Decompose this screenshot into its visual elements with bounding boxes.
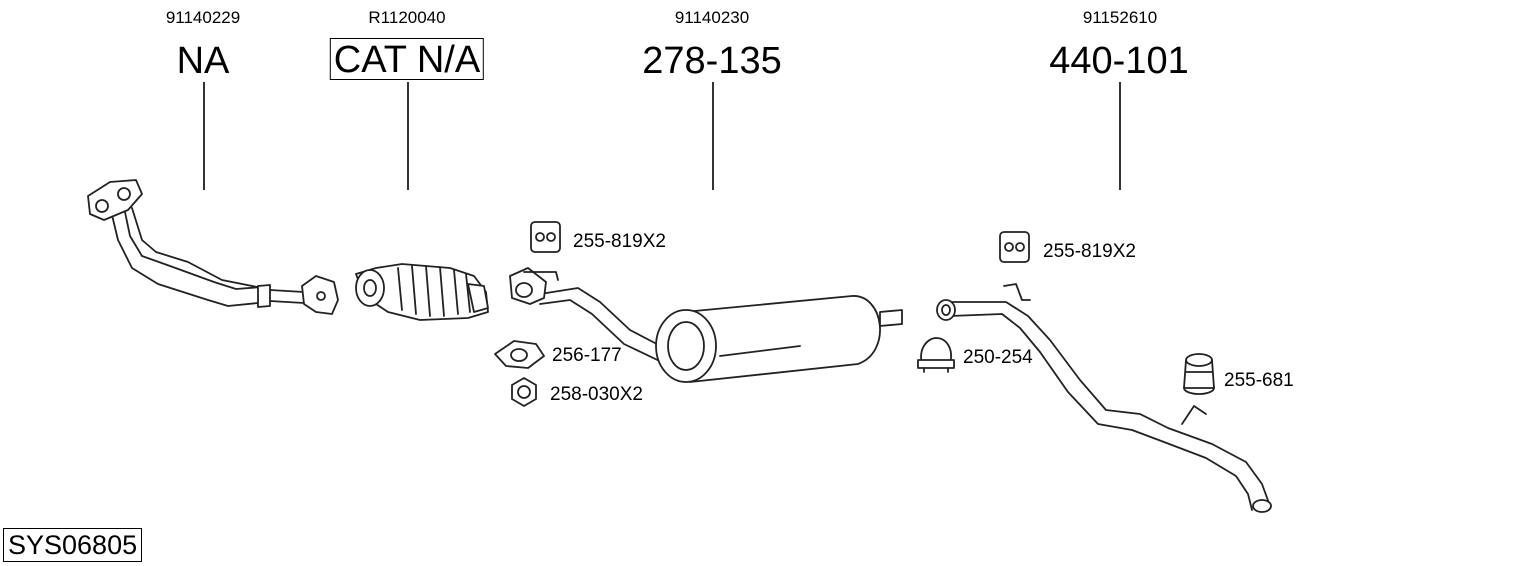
front-pipe-drawing <box>87 179 339 315</box>
rubber-mount-icon <box>1183 353 1215 395</box>
accessory-label: 250-254 <box>963 347 1033 368</box>
pipe-clamp-icon <box>917 337 955 373</box>
catalytic-converter-drawing <box>355 263 489 321</box>
accessory-label: 255-819X2 <box>1043 241 1136 262</box>
rubber-hanger-icon <box>530 221 561 253</box>
accessory-label: 255-819X2 <box>573 231 666 252</box>
part-code: 278-135 <box>642 40 782 82</box>
accessory-label: 258-030X2 <box>550 384 643 405</box>
centre-silencer-drawing <box>509 267 903 383</box>
accessory-label: 255-681 <box>1224 370 1294 391</box>
hex-nut-icon <box>511 377 537 407</box>
part-code: 440-101 <box>1049 40 1189 82</box>
gasket-icon <box>494 340 545 369</box>
rear-pipe-drawing <box>936 283 1272 513</box>
accessory-label: 256-177 <box>552 345 622 366</box>
part-oem-number: 91140229 <box>165 8 241 27</box>
rubber-hanger-icon <box>999 231 1030 263</box>
part-oem-number: 91140230 <box>674 8 750 27</box>
part-code: NA <box>176 40 230 82</box>
part-code: CAT N/A <box>329 38 485 80</box>
part-oem-number: R1120040 <box>368 8 446 27</box>
system-id: SYS06805 <box>3 528 143 562</box>
part-oem-number: 91152610 <box>1082 8 1158 27</box>
